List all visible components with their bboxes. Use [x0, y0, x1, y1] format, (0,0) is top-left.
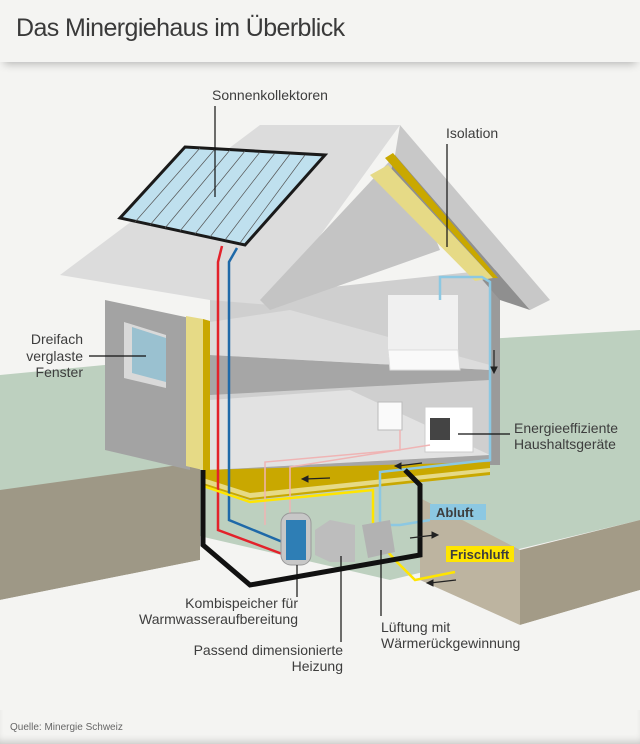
roof-insulation	[370, 165, 493, 281]
exhaust-air-tag	[430, 504, 486, 520]
flow-arrows	[300, 350, 498, 587]
wall-insulation-edge	[203, 319, 210, 470]
page-title: Das Minergiehaus im Überblick	[16, 14, 345, 42]
exhaust-air-label: Abluft	[436, 505, 474, 520]
shower-cabin	[388, 295, 458, 357]
ventilation-label-2: Wärmerückgewinnung	[381, 635, 520, 651]
window-label-1: Dreifach	[31, 331, 83, 347]
wall-insulation	[186, 316, 203, 470]
leader-lines	[89, 106, 510, 642]
roof-gable-edge	[395, 125, 550, 310]
insulation-label: Isolation	[446, 125, 498, 141]
heating-flow-pipe	[289, 444, 431, 525]
solar-panel-lines	[134, 147, 306, 244]
floor-insulation-light	[203, 468, 490, 498]
window-label-3: Fenster	[36, 364, 84, 380]
ground-floor-surface	[210, 390, 490, 470]
heating-label-1: Passend dimensionierte	[194, 642, 344, 658]
radiator	[377, 401, 403, 431]
heating-unit	[315, 520, 355, 562]
appliances-label-1: Energieeffiziente	[514, 420, 618, 436]
window-glass	[132, 327, 166, 382]
house-left-wall	[105, 300, 190, 470]
stove-oven-door	[430, 418, 450, 440]
shower-tray	[387, 349, 461, 371]
heating-label-2: Heizung	[292, 658, 343, 674]
storage-label-1: Kombispeicher für	[185, 595, 298, 611]
fresh-air-label: Frischluft	[450, 547, 510, 562]
appliances-label-2: Haushaltsgeräte	[514, 436, 616, 452]
header: Das Minergiehaus im Überblick	[0, 0, 640, 62]
source-note: Quelle: Minergie Schweiz	[10, 722, 123, 733]
window-label-2: verglaste	[26, 348, 83, 364]
floor-ground	[0, 560, 640, 708]
fresh-air-tag	[446, 546, 514, 562]
soil-front	[0, 462, 200, 600]
storage-tank-water	[286, 520, 306, 560]
solar-collectors-label: Sonnenkollektoren	[212, 87, 328, 103]
upper-floor-slab	[210, 355, 490, 395]
minergie-house-diagram: Abluft Frischluft Sonnenkollektoren Isol…	[0, 87, 640, 708]
storage-label-2: Warmwasseraufbereitung	[139, 611, 298, 627]
ventilation-label-1: Lüftung mit	[381, 619, 450, 635]
exhaust-air-pipe	[378, 275, 492, 527]
foundation-outline	[200, 468, 423, 588]
ventilation-unit	[362, 520, 395, 558]
roof-insulation-edge	[385, 153, 498, 278]
heating-return-pipe	[264, 430, 401, 525]
